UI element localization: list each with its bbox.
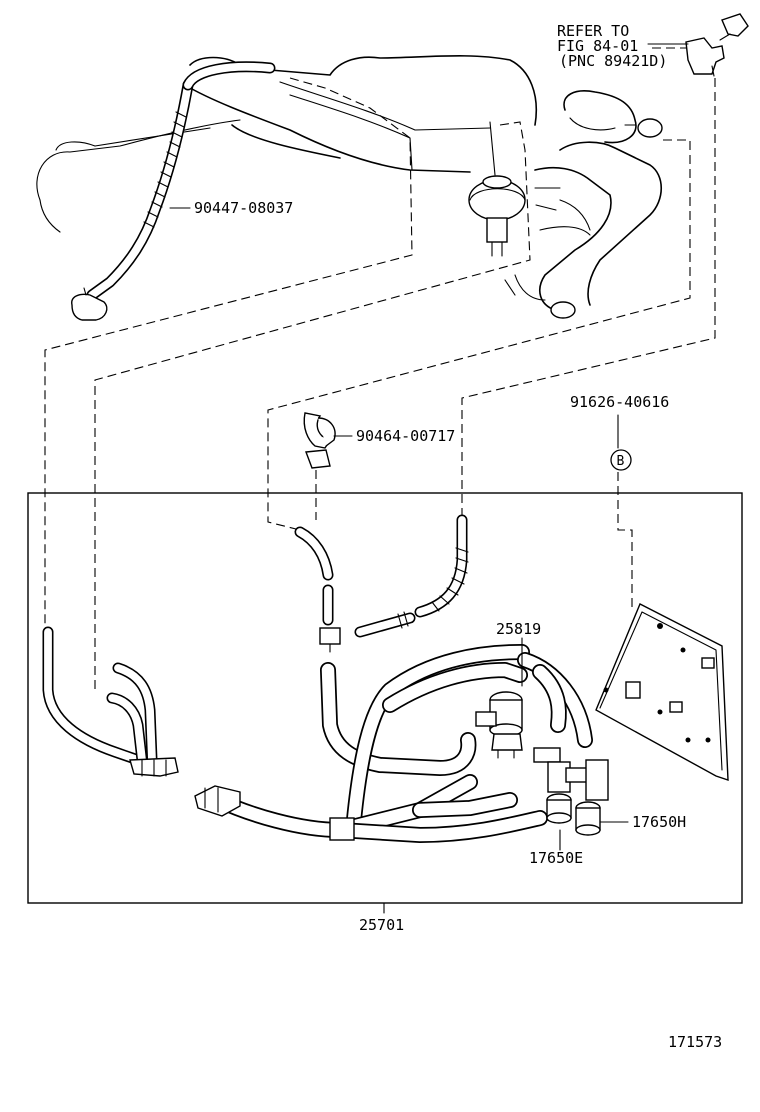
part-number-90464-00717: 90464-00717: [356, 427, 455, 445]
callout-b-marker: B: [610, 449, 632, 471]
part-number-25701: 25701: [359, 916, 404, 934]
kit-boundary-frame: [27, 492, 743, 904]
dashed-leader-lines: [44, 47, 716, 690]
part-number-17650h: 17650H: [632, 813, 686, 831]
part-number-25819: 25819: [496, 620, 541, 638]
label-leader-lines: [169, 43, 689, 914]
part-number-17650e: 17650E: [529, 849, 583, 867]
refer-to-label-line-1: REFER TO: [557, 22, 629, 40]
figure-number: 171573: [668, 1033, 722, 1051]
clip-90464-00717-drawing: [303, 412, 336, 469]
hose-90447-08037-drawing: [71, 61, 276, 321]
vacuum-hose-kit-25701-drawing: [42, 514, 729, 843]
refer-to-label-line-3: (PNC 89421D): [559, 52, 667, 70]
part-number-91626-40616: 91626-40616: [570, 393, 669, 411]
refer-to-label-line-2: FIG 84-01: [557, 37, 638, 55]
part-number-90447-08037: 90447-08037: [194, 199, 293, 217]
engine-assembly-drawing: [36, 13, 749, 319]
callout-b-letter: B: [617, 454, 625, 469]
